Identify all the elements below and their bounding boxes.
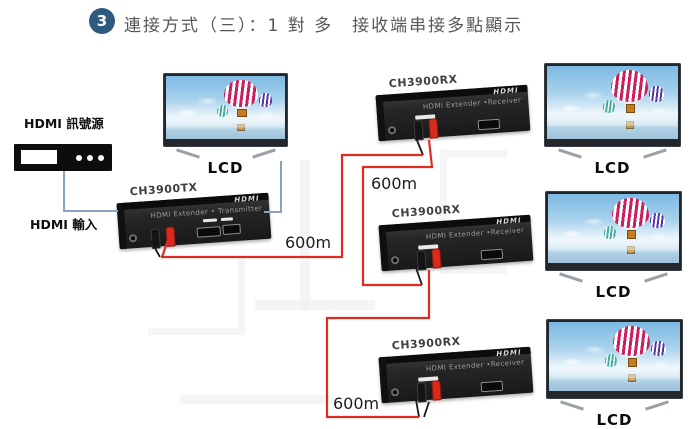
power-jack [390, 388, 400, 397]
watermark-stroke [180, 395, 330, 404]
watermark-stroke [148, 258, 245, 335]
monitor-foot [643, 148, 668, 159]
monitor-frame [544, 63, 681, 159]
hdmi-port [480, 380, 504, 393]
screen-reflection [549, 368, 680, 379]
monitor-foot [557, 148, 582, 159]
balloon-basket [237, 108, 247, 118]
distance-label: 600m [285, 233, 332, 252]
device-model-label: CH3900TX [129, 180, 198, 199]
power-jack [387, 126, 397, 135]
balloon-graphic [603, 99, 616, 114]
monitor-foot [558, 272, 583, 283]
extender-rx2: CH3900RX HDMI HDMI Extender •Receiver [378, 203, 534, 272]
distance-label: 600m [333, 394, 380, 413]
monitor-rx2: LCD [545, 191, 682, 301]
balloon-graphic [613, 326, 650, 357]
hdmi-port [480, 248, 504, 261]
power-jack [390, 256, 400, 265]
page-title: 連接方式（三）：1 對 多 接收端串接多點顯示 [124, 16, 524, 36]
balloon-graphic [611, 70, 648, 103]
step-number-badge: 3 [89, 8, 115, 34]
balloon-basket [626, 229, 637, 239]
source-display [21, 150, 57, 164]
extender-tx: CH3900TX HDMI HDMI Extender • Transmitte… [116, 181, 272, 250]
monitor-foot [175, 148, 200, 159]
source-button [98, 155, 104, 161]
extender-rx3: CH3900RX HDMI HDMI Extender •Receiver [378, 335, 534, 404]
monitor-foot [559, 400, 584, 411]
source-button [76, 155, 82, 161]
hdmi-cable-source-to-tx [63, 171, 118, 212]
screen-reflection [548, 240, 679, 251]
balloon-graphic [605, 353, 618, 367]
lcd-label: LCD [596, 411, 633, 429]
monitor-frame [545, 191, 682, 283]
lcd-label: LCD [207, 159, 244, 177]
monitor-local: LCD [163, 73, 288, 177]
power-jack [128, 234, 138, 243]
monitor-foot [251, 148, 276, 159]
terminal-post-black [416, 250, 427, 271]
extender-rx1: CH3900RX HDMI HDMI Extender •Receiver [375, 73, 531, 142]
balloon-basket [625, 103, 636, 114]
hdmi-logo-icon: HDMI [493, 86, 519, 97]
screen-reflection [166, 118, 285, 128]
hdmi-logo-icon: HDMI [496, 216, 522, 227]
screen-reflection [547, 115, 678, 126]
lcd-label: LCD [595, 283, 632, 301]
source-button [87, 155, 93, 161]
terminal-post-black [416, 382, 427, 403]
hdmi-source-device [14, 144, 112, 171]
distance-label: 600m [371, 174, 418, 193]
balloon-graphic [612, 198, 649, 229]
hdmi-input-label: HDMI 輸入 [30, 217, 98, 232]
monitor-screen [549, 322, 680, 391]
device-model-label: CH3900RX [391, 334, 461, 353]
balloon-graphic [650, 212, 665, 229]
balloon-graphic [649, 85, 664, 103]
monitor-screen [166, 76, 285, 139]
monitor-rx3: LCD [546, 319, 683, 429]
balloon-graphic [217, 104, 228, 117]
port-sticker [202, 218, 218, 223]
monitor-rx1: LCD [544, 63, 681, 177]
hdmi-logo-icon: HDMI [496, 348, 522, 359]
terminal-post-red [431, 380, 442, 401]
balloon-basket [627, 357, 638, 367]
port-sticker [220, 217, 234, 222]
hdmi-source-label: HDMI 訊號源 [24, 116, 104, 131]
terminal-post-red [431, 248, 442, 269]
monitor-foot [645, 400, 670, 411]
monitor-screen [548, 194, 679, 263]
monitor-screen [547, 66, 678, 139]
device-model-label: CH3900RX [388, 72, 458, 91]
monitor-foot [644, 272, 669, 283]
device-panel-text: HDMI Extender •Receiver [425, 358, 525, 374]
device-panel-text: HDMI Extender •Receiver [425, 226, 525, 242]
terminal-post-black [413, 120, 424, 141]
hdmi-port [222, 223, 242, 236]
balloon-graphic [224, 79, 258, 108]
monitor-frame [546, 319, 683, 411]
monitor-frame [163, 73, 288, 159]
watermark-stroke [255, 300, 375, 310]
balloon-graphic [258, 93, 272, 108]
terminal-post-red [428, 118, 439, 139]
terminal-post-black [150, 228, 161, 250]
balloon-graphic [651, 340, 666, 357]
hdmi-port [196, 226, 222, 238]
hdmi-logo-icon: HDMI [234, 194, 260, 205]
terminal-post-red [165, 226, 176, 247]
device-panel-text: HDMI Extender • Transmitter [150, 204, 263, 221]
lcd-label: LCD [594, 159, 631, 177]
watermark-stroke [440, 150, 507, 274]
balloon-graphic [604, 225, 617, 239]
device-panel-text: HDMI Extender •Receiver [422, 96, 522, 112]
hdmi-port [477, 118, 501, 131]
